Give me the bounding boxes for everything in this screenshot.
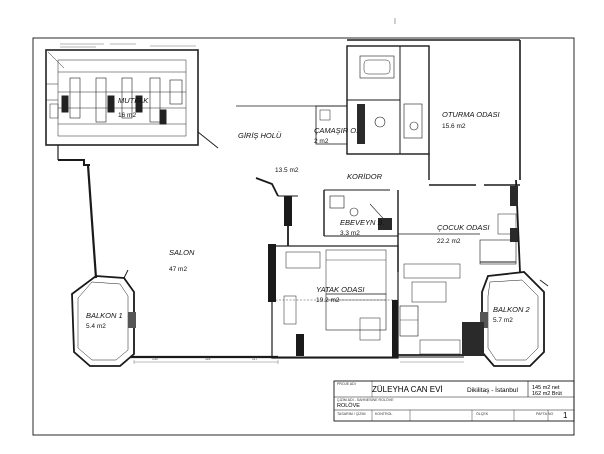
room-name-giris: GİRİŞ HOLÜ — [238, 131, 282, 140]
room-labels: MUTFAK 16 m2 GİRİŞ HOLÜ 13.5 m2 ÇAMAŞIR … — [86, 96, 531, 330]
room-area-camasir: 2 m2 — [314, 138, 329, 145]
outer-walls — [58, 39, 521, 359]
room-name-balkon1: BALKON 1 — [86, 311, 123, 320]
room-area-balkon1: 5.4 m2 — [86, 323, 106, 330]
dim-label-3: 117 — [252, 357, 258, 361]
title-col-scale: ÖLÇEK — [476, 412, 489, 416]
title-block — [333, 380, 575, 422]
sheet-border — [32, 37, 575, 436]
title-col-sheet: PAFTA NO — [536, 412, 553, 416]
dim-label-1: 130 — [152, 357, 158, 361]
title-project-label: PROJE ADI — [337, 382, 356, 386]
room-name-yatak: YATAK ODASI — [316, 285, 365, 294]
title-drawing-label: ÇİZİM ADI - SAHNESİNE ROLÖVE — [337, 397, 394, 402]
room-area-salon: 47 m2 — [169, 266, 187, 273]
room-name-camasir: ÇAMAŞIR O. — [314, 126, 358, 135]
balcony-1-outline — [71, 269, 136, 367]
title-sheet-number: 1 — [563, 411, 568, 420]
room-name-salon: SALON — [169, 248, 195, 257]
title-col-control: KONTROL — [375, 412, 392, 416]
room-name-balkon2: BALKON 2 — [493, 305, 531, 314]
room-area-cocuk: 22.2 m2 — [437, 238, 461, 245]
dim-label-2: 118 — [205, 357, 211, 361]
room-name-cocuk: ÇOCUK ODASI — [437, 223, 490, 232]
title-net-area: 145 m2 net — [532, 385, 560, 391]
room-name-koridor: KORİDOR — [347, 172, 383, 181]
room-area-mutfak: 16 m2 — [118, 112, 136, 119]
room-area-balkon2: 5.7 m2 — [493, 317, 513, 324]
room-area-giris: 13.5 m2 — [275, 167, 299, 174]
title-col-design: TASARIM / ÇİZİM — [337, 411, 365, 416]
room-name-oturma: OTURMA ODASI — [442, 110, 500, 119]
room-area-yatak: 19.2 m2 — [316, 297, 340, 304]
title-location: Dikilitaş - İstanbul — [467, 385, 518, 394]
balcony-2-outline — [480, 271, 549, 367]
room-area-oturma: 15.6 m2 — [442, 123, 466, 130]
room-name-ebeveyn: EBEVEYN B. — [340, 218, 385, 227]
dimension-lines — [133, 360, 464, 364]
room-name-mutfak: MUTFAK — [118, 96, 149, 105]
kitchen-dimension-notes — [60, 43, 196, 48]
kitchen-block — [45, 49, 219, 160]
interior-walls — [236, 45, 520, 359]
room-area-ebeveyn: 3.3 m2 — [340, 230, 360, 237]
title-project-name: ZÜLEYHA CAN EVİ — [372, 385, 443, 394]
title-gross-area: 162 m2 Brüt — [532, 391, 562, 397]
title-drawing-name: ROLÖVE — [337, 402, 360, 409]
